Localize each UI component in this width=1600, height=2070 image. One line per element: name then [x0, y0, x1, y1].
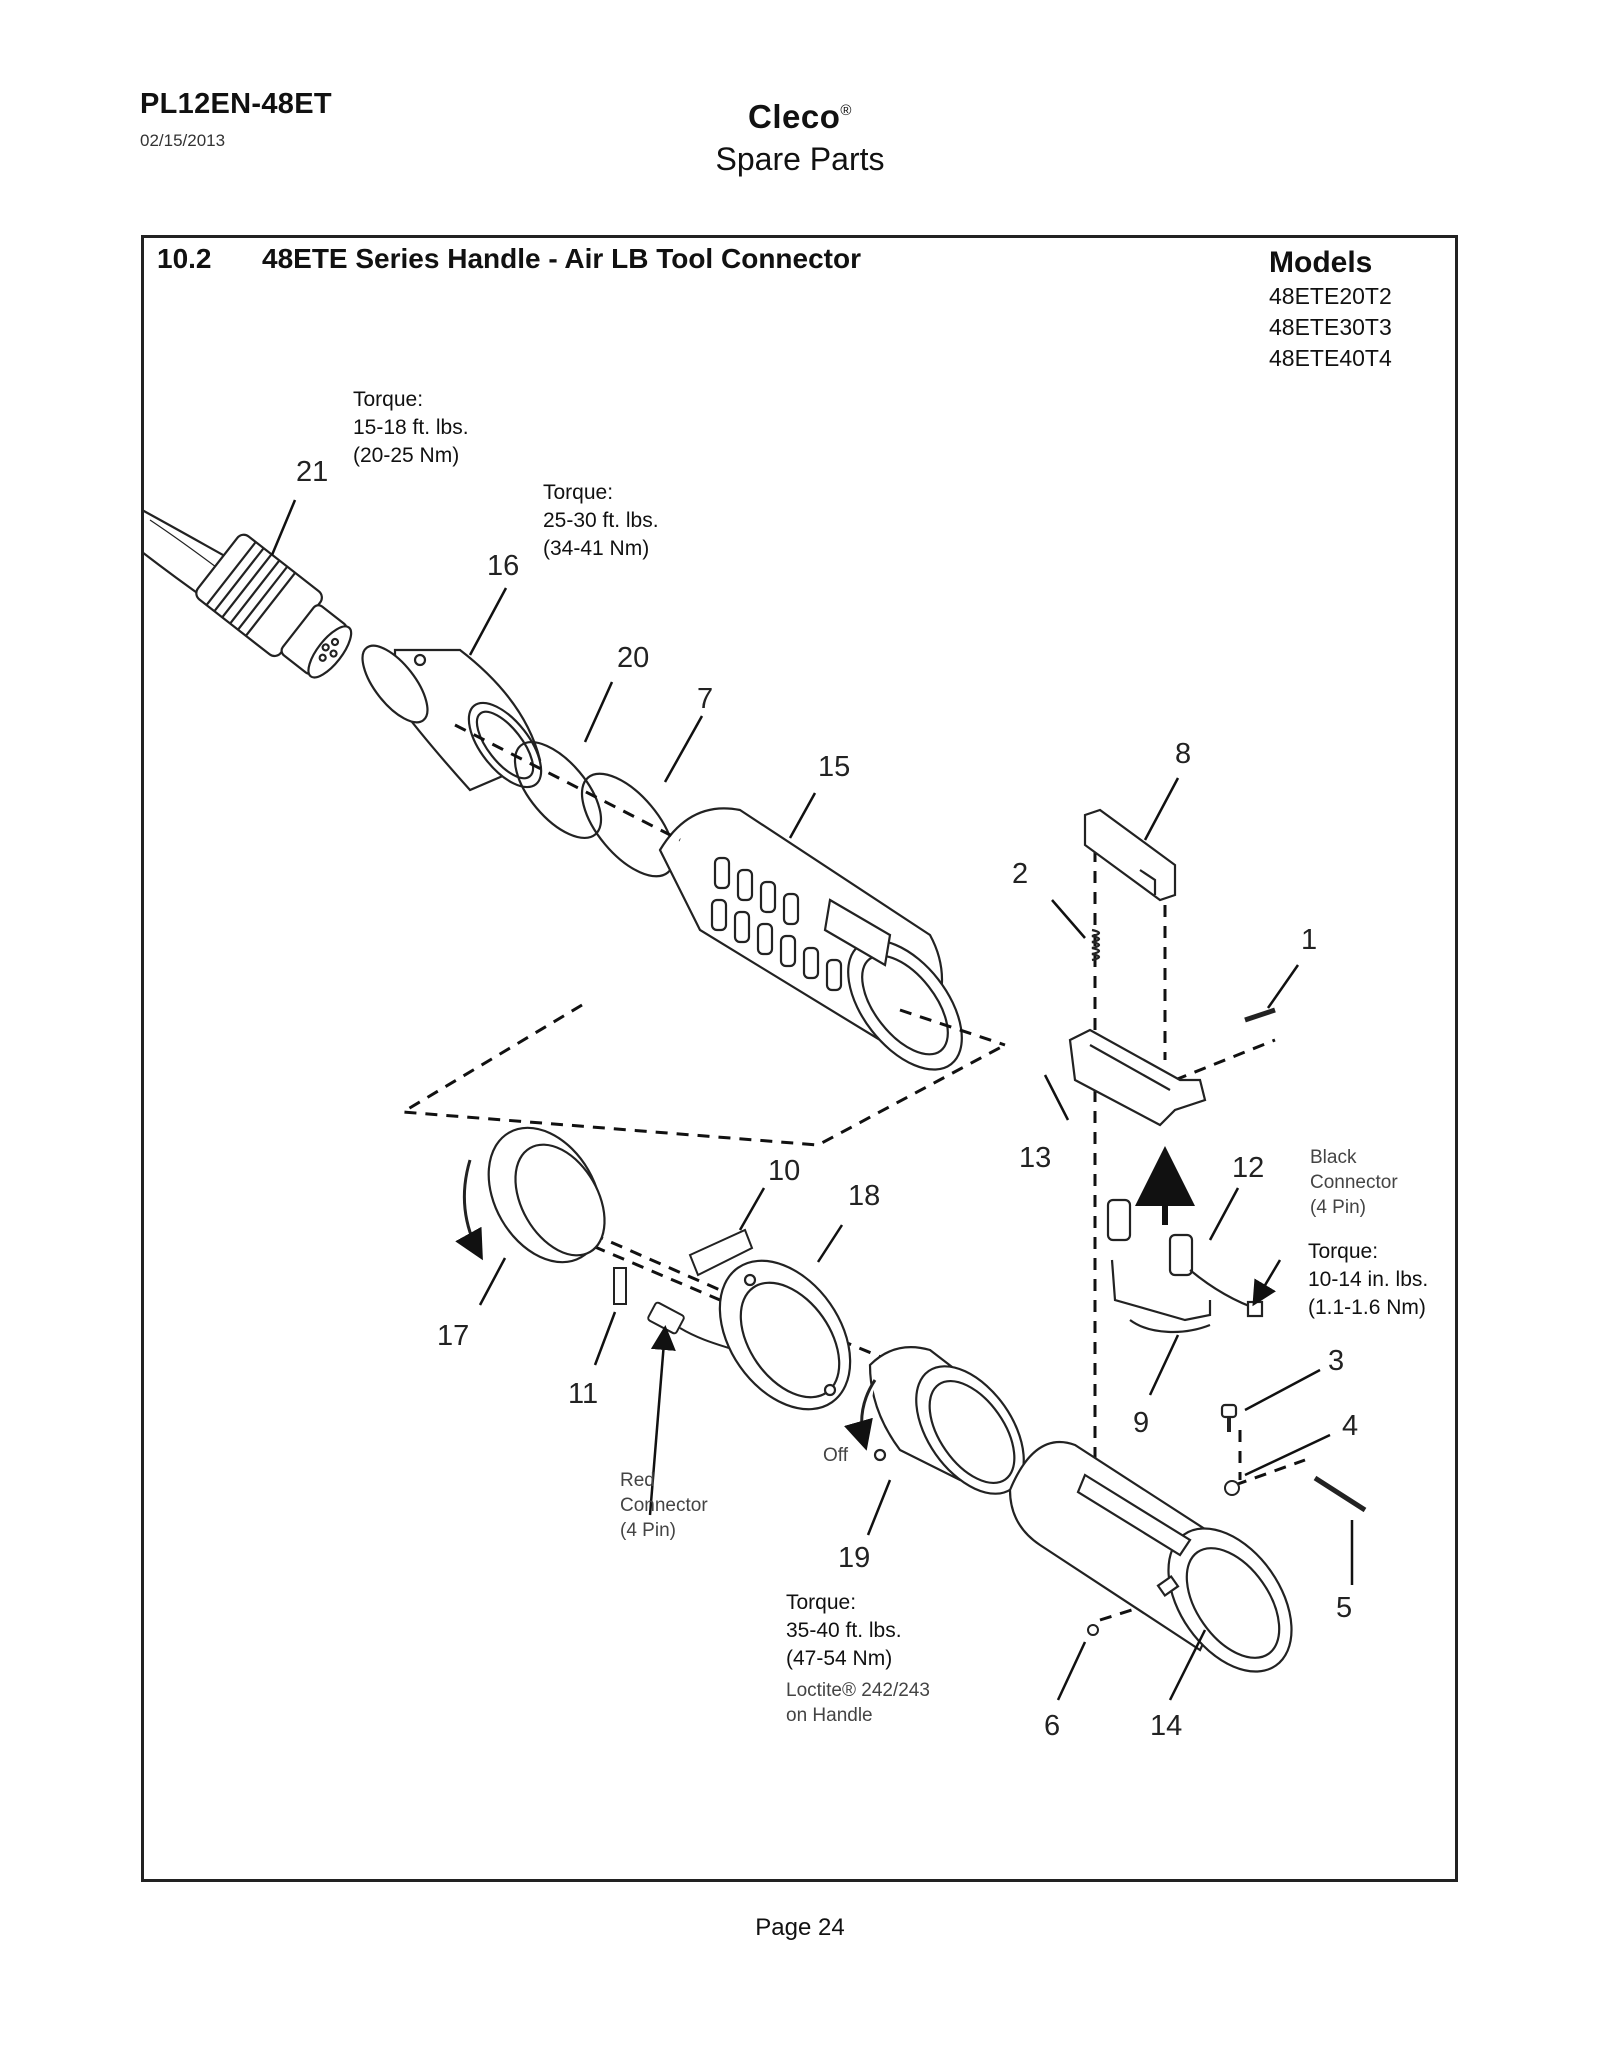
note-line: Connector — [620, 1495, 708, 1516]
note-line: Loctite® 242/243 — [786, 1680, 930, 1701]
note-line: (34-41 Nm) — [543, 537, 650, 560]
part-1-pin — [1244, 1007, 1276, 1023]
callout-17: 17 — [437, 1320, 470, 1352]
note-line: (4 Pin) — [1310, 1197, 1366, 1218]
registered-mark: ® — [840, 102, 852, 119]
note-line: 10-14 in. lbs. — [1308, 1268, 1429, 1291]
torque-note-21: Torque: 15-18 ft. lbs. (20-25 Nm) — [353, 386, 469, 470]
document-date: 02/15/2013 — [140, 131, 226, 150]
callout-5: 5 — [1336, 1592, 1353, 1624]
part-15-handle-grip — [658, 807, 963, 1071]
part-4-washer — [1224, 1480, 1240, 1496]
note-line: 35-40 ft. lbs. — [786, 1619, 902, 1642]
part-6-ball — [1087, 1624, 1099, 1636]
callout-10: 10 — [768, 1155, 801, 1187]
model-item: 48ETE20T2 — [1269, 283, 1392, 309]
note-line: on Handle — [786, 1705, 873, 1726]
note-line: (47-54 Nm) — [786, 1647, 893, 1670]
page-number: Page 24 — [755, 1914, 845, 1941]
note-line: Black — [1310, 1147, 1357, 1168]
callout-6: 6 — [1044, 1710, 1061, 1742]
red-connector-note: Red Connector (4 Pin) — [620, 1468, 708, 1543]
callout-19: 19 — [838, 1542, 871, 1574]
callout-1: 1 — [1301, 924, 1318, 956]
note-line: Torque: — [353, 388, 424, 411]
note-line: Torque: — [1308, 1240, 1379, 1263]
note-line: (20-25 Nm) — [353, 444, 460, 467]
part-21-cable-connector — [141, 509, 353, 679]
black-connector-note: Black Connector (4 Pin) — [1310, 1145, 1398, 1220]
part-20-o-ring — [513, 740, 603, 840]
callout-14: 14 — [1150, 1710, 1183, 1742]
torque-note-16: Torque: 25-30 ft. lbs. (34-41 Nm) — [543, 479, 659, 563]
callout-21: 21 — [296, 456, 329, 488]
section-number: 10.2 — [157, 243, 212, 274]
section-title: 48ETE Series Handle - Air LB Tool Connec… — [262, 243, 861, 274]
off-label: Off — [823, 1445, 848, 1466]
callout-9: 9 — [1133, 1407, 1150, 1439]
note-line: Torque: — [543, 481, 614, 504]
callout-12: 12 — [1232, 1152, 1265, 1184]
brand-logo: Cleco® — [0, 98, 1600, 136]
callout-16: 16 — [487, 550, 520, 582]
model-item: 48ETE40T4 — [1269, 345, 1392, 371]
brand-name: Cleco — [748, 98, 841, 135]
diagram-frame — [141, 235, 1458, 1882]
callout-3: 3 — [1328, 1345, 1345, 1377]
note-line: (1.1-1.6 Nm) — [1308, 1296, 1426, 1319]
callout-4: 4 — [1342, 1410, 1359, 1442]
torque-note-19: Torque: 35-40 ft. lbs. (47-54 Nm) — [786, 1589, 902, 1673]
part-17-switch-ring — [455, 1126, 606, 1264]
part-16-coupling-nut — [361, 644, 543, 792]
part-19-handle-nut — [843, 1346, 1025, 1495]
callout-8: 8 — [1175, 738, 1192, 770]
part-11-insulator — [613, 1267, 627, 1305]
callout-2: 2 — [1012, 858, 1029, 890]
note-line: Torque: — [786, 1591, 857, 1614]
part-10-contact-strip — [688, 1228, 754, 1277]
callout-15: 15 — [818, 751, 851, 783]
note-line: Red — [620, 1470, 655, 1491]
part-14-handle-housing — [1008, 1440, 1293, 1673]
models-heading: Models — [1269, 246, 1373, 279]
model-item: 48ETE30T3 — [1269, 314, 1392, 340]
part-3-screw — [1220, 1403, 1238, 1432]
loctite-note: Loctite® 242/243 on Handle — [786, 1678, 930, 1728]
note-line: 15-18 ft. lbs. — [353, 416, 469, 439]
part-18-retaining-ring — [718, 1259, 852, 1411]
callout-13: 13 — [1019, 1142, 1052, 1174]
callout-7: 7 — [697, 683, 714, 715]
part-2-spring — [1091, 928, 1101, 962]
note-line: 25-30 ft. lbs. — [543, 509, 659, 532]
part-13-switch-carrier — [1068, 1028, 1207, 1127]
document-code: PL12EN-48ET — [140, 88, 332, 120]
torque-note-9: Torque: 10-14 in. lbs. (1.1-1.6 Nm) — [1308, 1238, 1428, 1322]
note-line: Connector — [1310, 1172, 1398, 1193]
part-5-pin — [1313, 1475, 1367, 1513]
callout-18: 18 — [848, 1180, 881, 1212]
callout-20: 20 — [617, 642, 650, 674]
document-subtitle: Spare Parts — [715, 141, 885, 177]
part-8-clip — [1083, 808, 1177, 902]
callout-11: 11 — [568, 1378, 599, 1410]
part-12-switch-assembly — [1106, 1198, 1264, 1333]
part-7-o-ring — [580, 772, 676, 878]
note-line: (4 Pin) — [620, 1520, 676, 1541]
